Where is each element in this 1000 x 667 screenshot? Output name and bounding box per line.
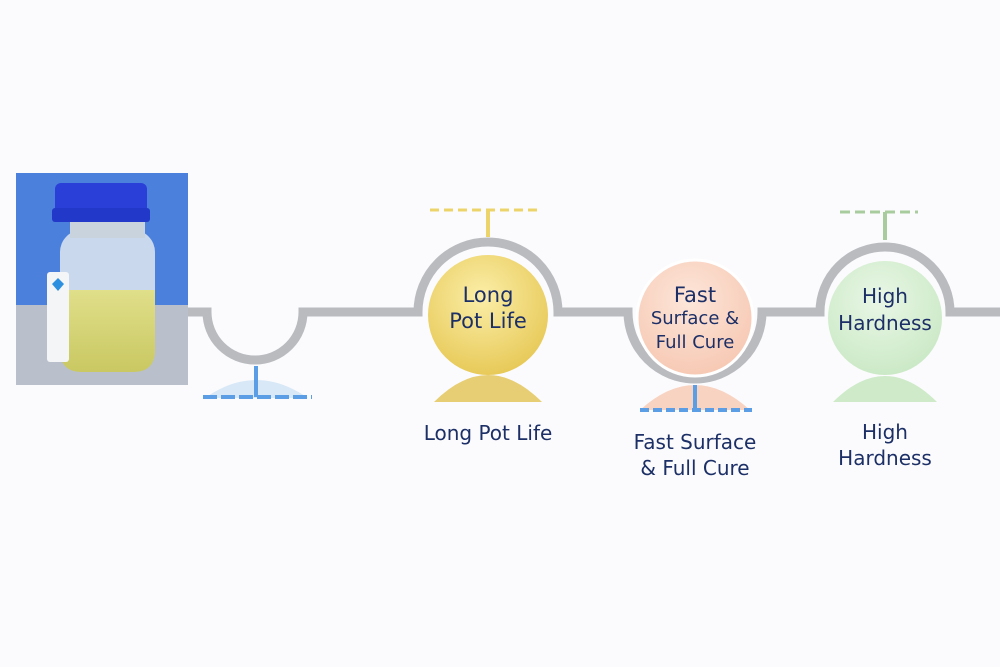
label-line: Fast Surface <box>633 430 757 454</box>
feature-circle-long-pot-life <box>428 255 548 375</box>
label-line: Long Pot Life <box>423 421 553 445</box>
feature-circle-high-hardness <box>828 261 942 375</box>
label-line: High <box>862 420 908 444</box>
circle-line: Surface & <box>650 308 740 329</box>
label-fast-cure: Fast Surface & Full Cure <box>605 429 785 481</box>
label-long-pot-life: Long Pot Life <box>398 420 578 446</box>
label-line: Hardness <box>838 446 932 470</box>
circle-text-long-pot-life: Long Pot Life <box>428 282 548 334</box>
yellow-marker <box>430 208 538 237</box>
jar-icon <box>47 183 155 372</box>
label-high-hardness: High Hardness <box>800 419 970 471</box>
circle-line: Pot Life <box>449 309 527 333</box>
yellow-shadow <box>434 375 542 402</box>
circle-text-high-hardness: High Hardness <box>825 283 945 337</box>
product-photo <box>16 173 188 385</box>
circle-line: Hardness <box>838 311 932 335</box>
process-track <box>188 237 1000 384</box>
circle-text-fast-cure: Fast Surface & Full Cure <box>635 283 755 355</box>
circle-line: High <box>862 284 908 308</box>
green-shadow <box>833 376 937 402</box>
circle-line: Full Cure <box>655 332 735 353</box>
feature-circle-fast-cure <box>635 258 755 378</box>
blue-marker-1 <box>203 366 312 399</box>
green-marker <box>840 210 918 240</box>
label-line: & Full Cure <box>640 456 750 480</box>
blue-marker-2 <box>640 385 752 412</box>
circle-line: Fast <box>673 283 717 307</box>
circle-line: Long <box>462 283 514 307</box>
